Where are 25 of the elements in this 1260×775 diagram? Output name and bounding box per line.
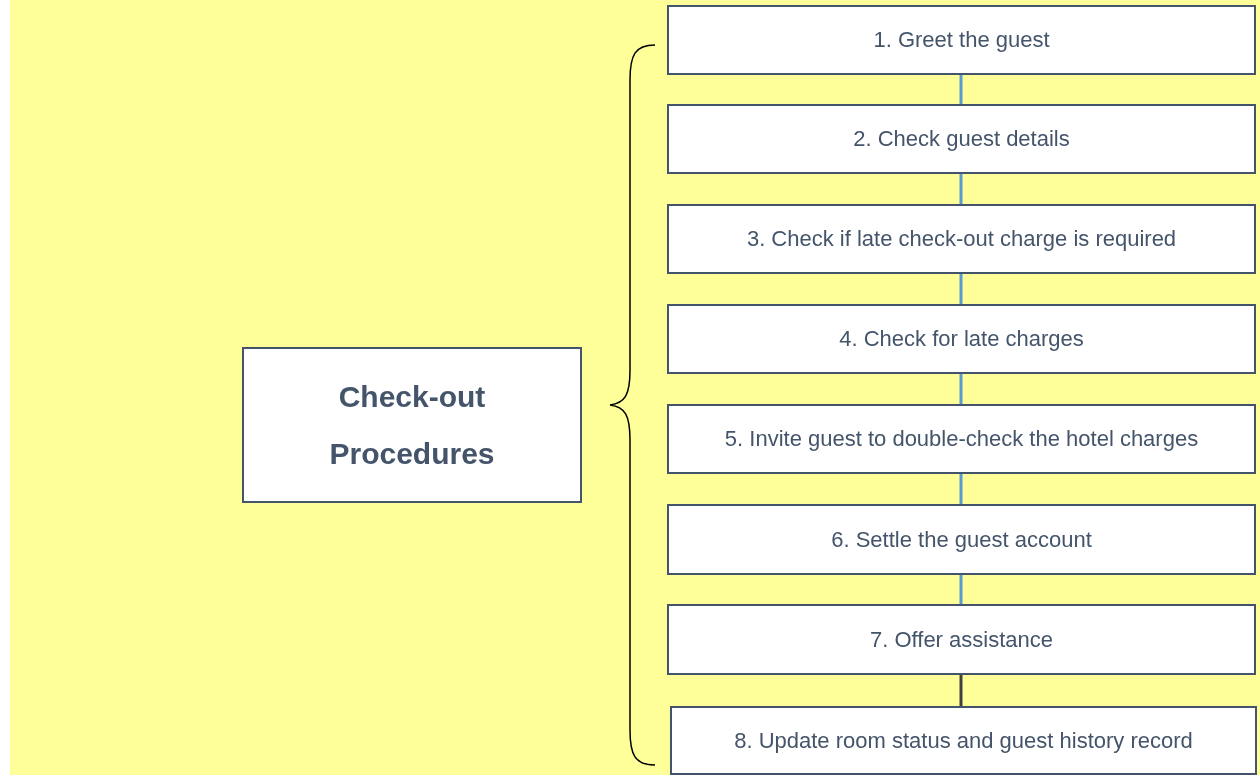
step-box [667,504,1256,575]
step-box [667,104,1256,174]
step-box [667,5,1256,75]
connector-line [959,675,963,706]
step-text: 8. Update room status and guest history record [734,726,1193,755]
connector-line [959,174,963,204]
step-text: 2. Check guest details [853,125,1070,153]
title-box [242,347,582,503]
step-box [670,706,1257,775]
step-text: 6. Settle the guest account [831,525,1092,554]
step-text: 5. Invite guest to double-check the hotel charges [724,425,1199,453]
connector-line [959,374,963,404]
step-text: 7. Offer assistance [870,625,1053,654]
step-box [667,404,1256,474]
connector-line [959,274,963,304]
connector-line [959,474,963,504]
step-text: 3. Check if late check-out charge is required [746,225,1177,253]
step-box [667,204,1256,274]
heading-text: Check-out Procedures [328,379,496,472]
step-text: 1. Greet the guest [873,26,1050,54]
step-text: 4. Check for late charges [839,325,1084,353]
step-box [667,304,1256,374]
connector-line [959,75,963,104]
connector-line [959,575,963,604]
step-box [667,604,1256,675]
